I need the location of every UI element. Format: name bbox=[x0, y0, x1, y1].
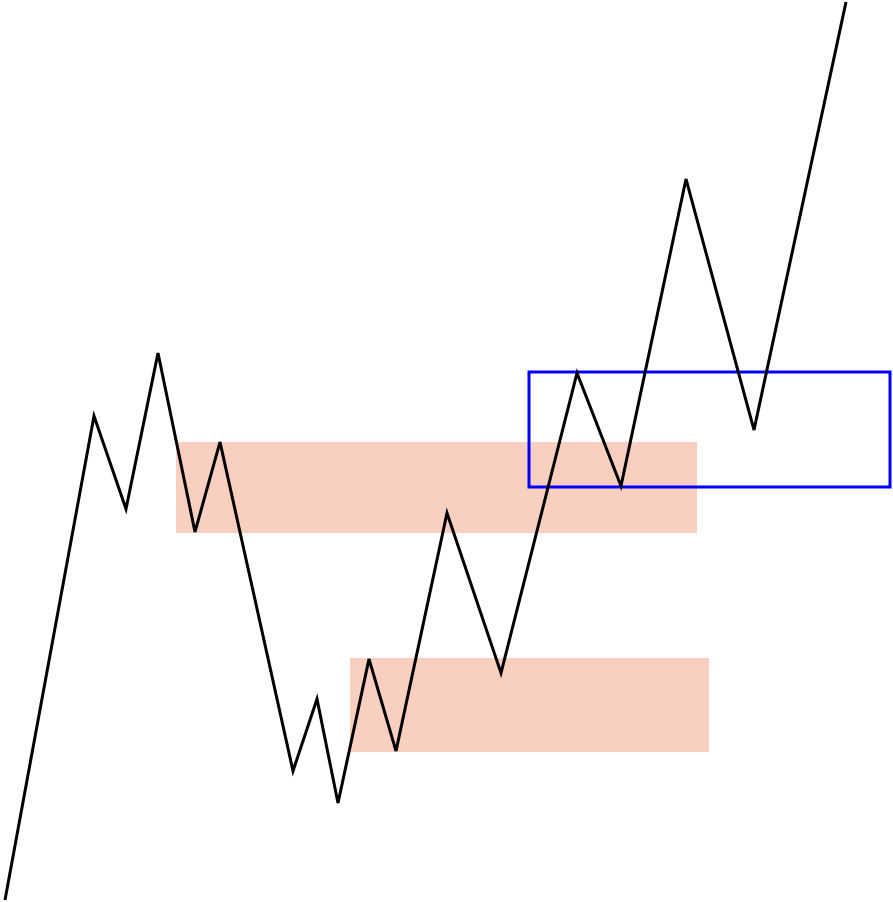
line-layer bbox=[3, 1, 848, 901]
zones-layer bbox=[176, 370, 892, 752]
outlined-zone-3 bbox=[527, 370, 892, 489]
price-line-1 bbox=[3, 1, 848, 901]
highlight-zone-2 bbox=[350, 658, 709, 752]
